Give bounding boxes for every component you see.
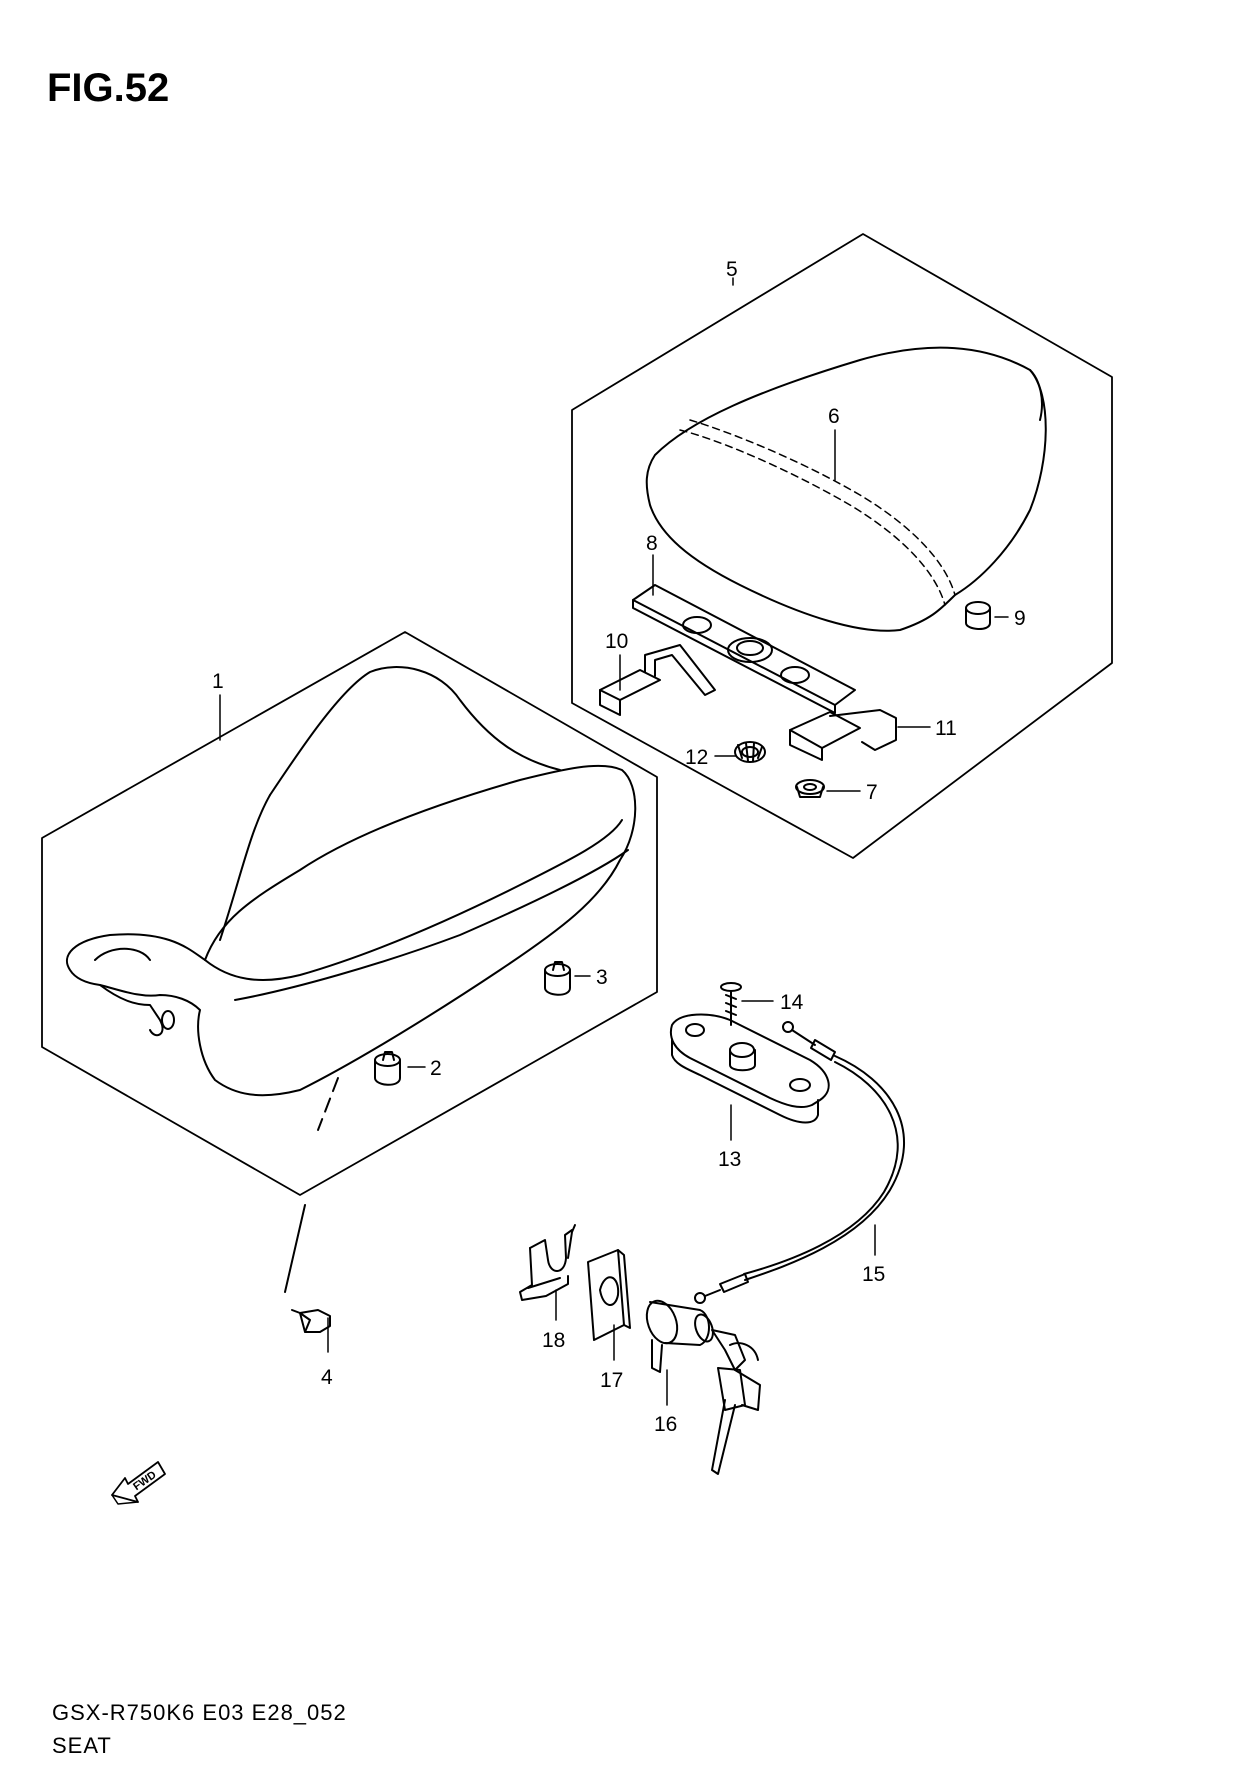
callout-1: 1 (212, 670, 224, 693)
callout-17: 17 (600, 1369, 623, 1392)
callout-2: 2 (430, 1057, 442, 1080)
rider-seat-frame (41, 631, 658, 1196)
hook-11-part (789, 709, 897, 761)
callout-8: 8 (646, 532, 658, 555)
rider-seat-group (41, 631, 658, 1333)
cable-15-part (694, 1021, 906, 1304)
callout-5: 5 (726, 258, 738, 281)
forward-arrow-icon: FWD (111, 1461, 166, 1505)
cushion-2-part (374, 1051, 401, 1086)
callout-13: 13 (718, 1148, 741, 1171)
callout-12: 12 (685, 746, 708, 769)
section-name: SEAT (52, 1733, 112, 1758)
passenger-seat-part (645, 346, 1047, 632)
callout-3: 3 (596, 966, 608, 989)
cushion-9-part (965, 601, 991, 630)
callout-15: 15 (862, 1263, 885, 1286)
callout-16: 16 (654, 1413, 677, 1436)
leader-lines (219, 277, 1009, 1406)
plate-17-part (587, 1249, 631, 1341)
callout-11: 11 (935, 717, 957, 740)
passenger-seat-group (571, 233, 1113, 859)
lock-assembly-group (519, 982, 906, 1475)
model-code: GSX-R750K6 E03 E28_052 (52, 1700, 347, 1725)
callout-9: 9 (1014, 607, 1026, 630)
callout-18: 18 (542, 1329, 565, 1352)
cushion-3-part (544, 961, 571, 996)
clip-18-part (519, 1224, 576, 1301)
callout-14: 14 (780, 991, 804, 1014)
callout-10: 10 (605, 630, 628, 653)
callout-labels: 1 2 3 4 5 6 7 8 9 10 11 12 13 14 15 16 1… (212, 258, 1026, 1436)
passenger-seat-frame (571, 233, 1113, 859)
callout-7: 7 (866, 781, 878, 804)
grommet-12-part (734, 741, 766, 763)
lock-holder-13-part (670, 1013, 830, 1124)
rider-seat-part (65, 764, 637, 1097)
screw-14-part (720, 982, 742, 1026)
bracket-8-part (632, 584, 856, 714)
hook-10-part (599, 644, 716, 716)
callout-4: 4 (321, 1366, 333, 1389)
figure-title: FIG.52 (47, 66, 170, 110)
callout-6: 6 (828, 405, 840, 428)
bolt-4-part (291, 1309, 331, 1333)
lock-cylinder-16-part (645, 1299, 761, 1475)
nut-7-part (795, 779, 825, 798)
